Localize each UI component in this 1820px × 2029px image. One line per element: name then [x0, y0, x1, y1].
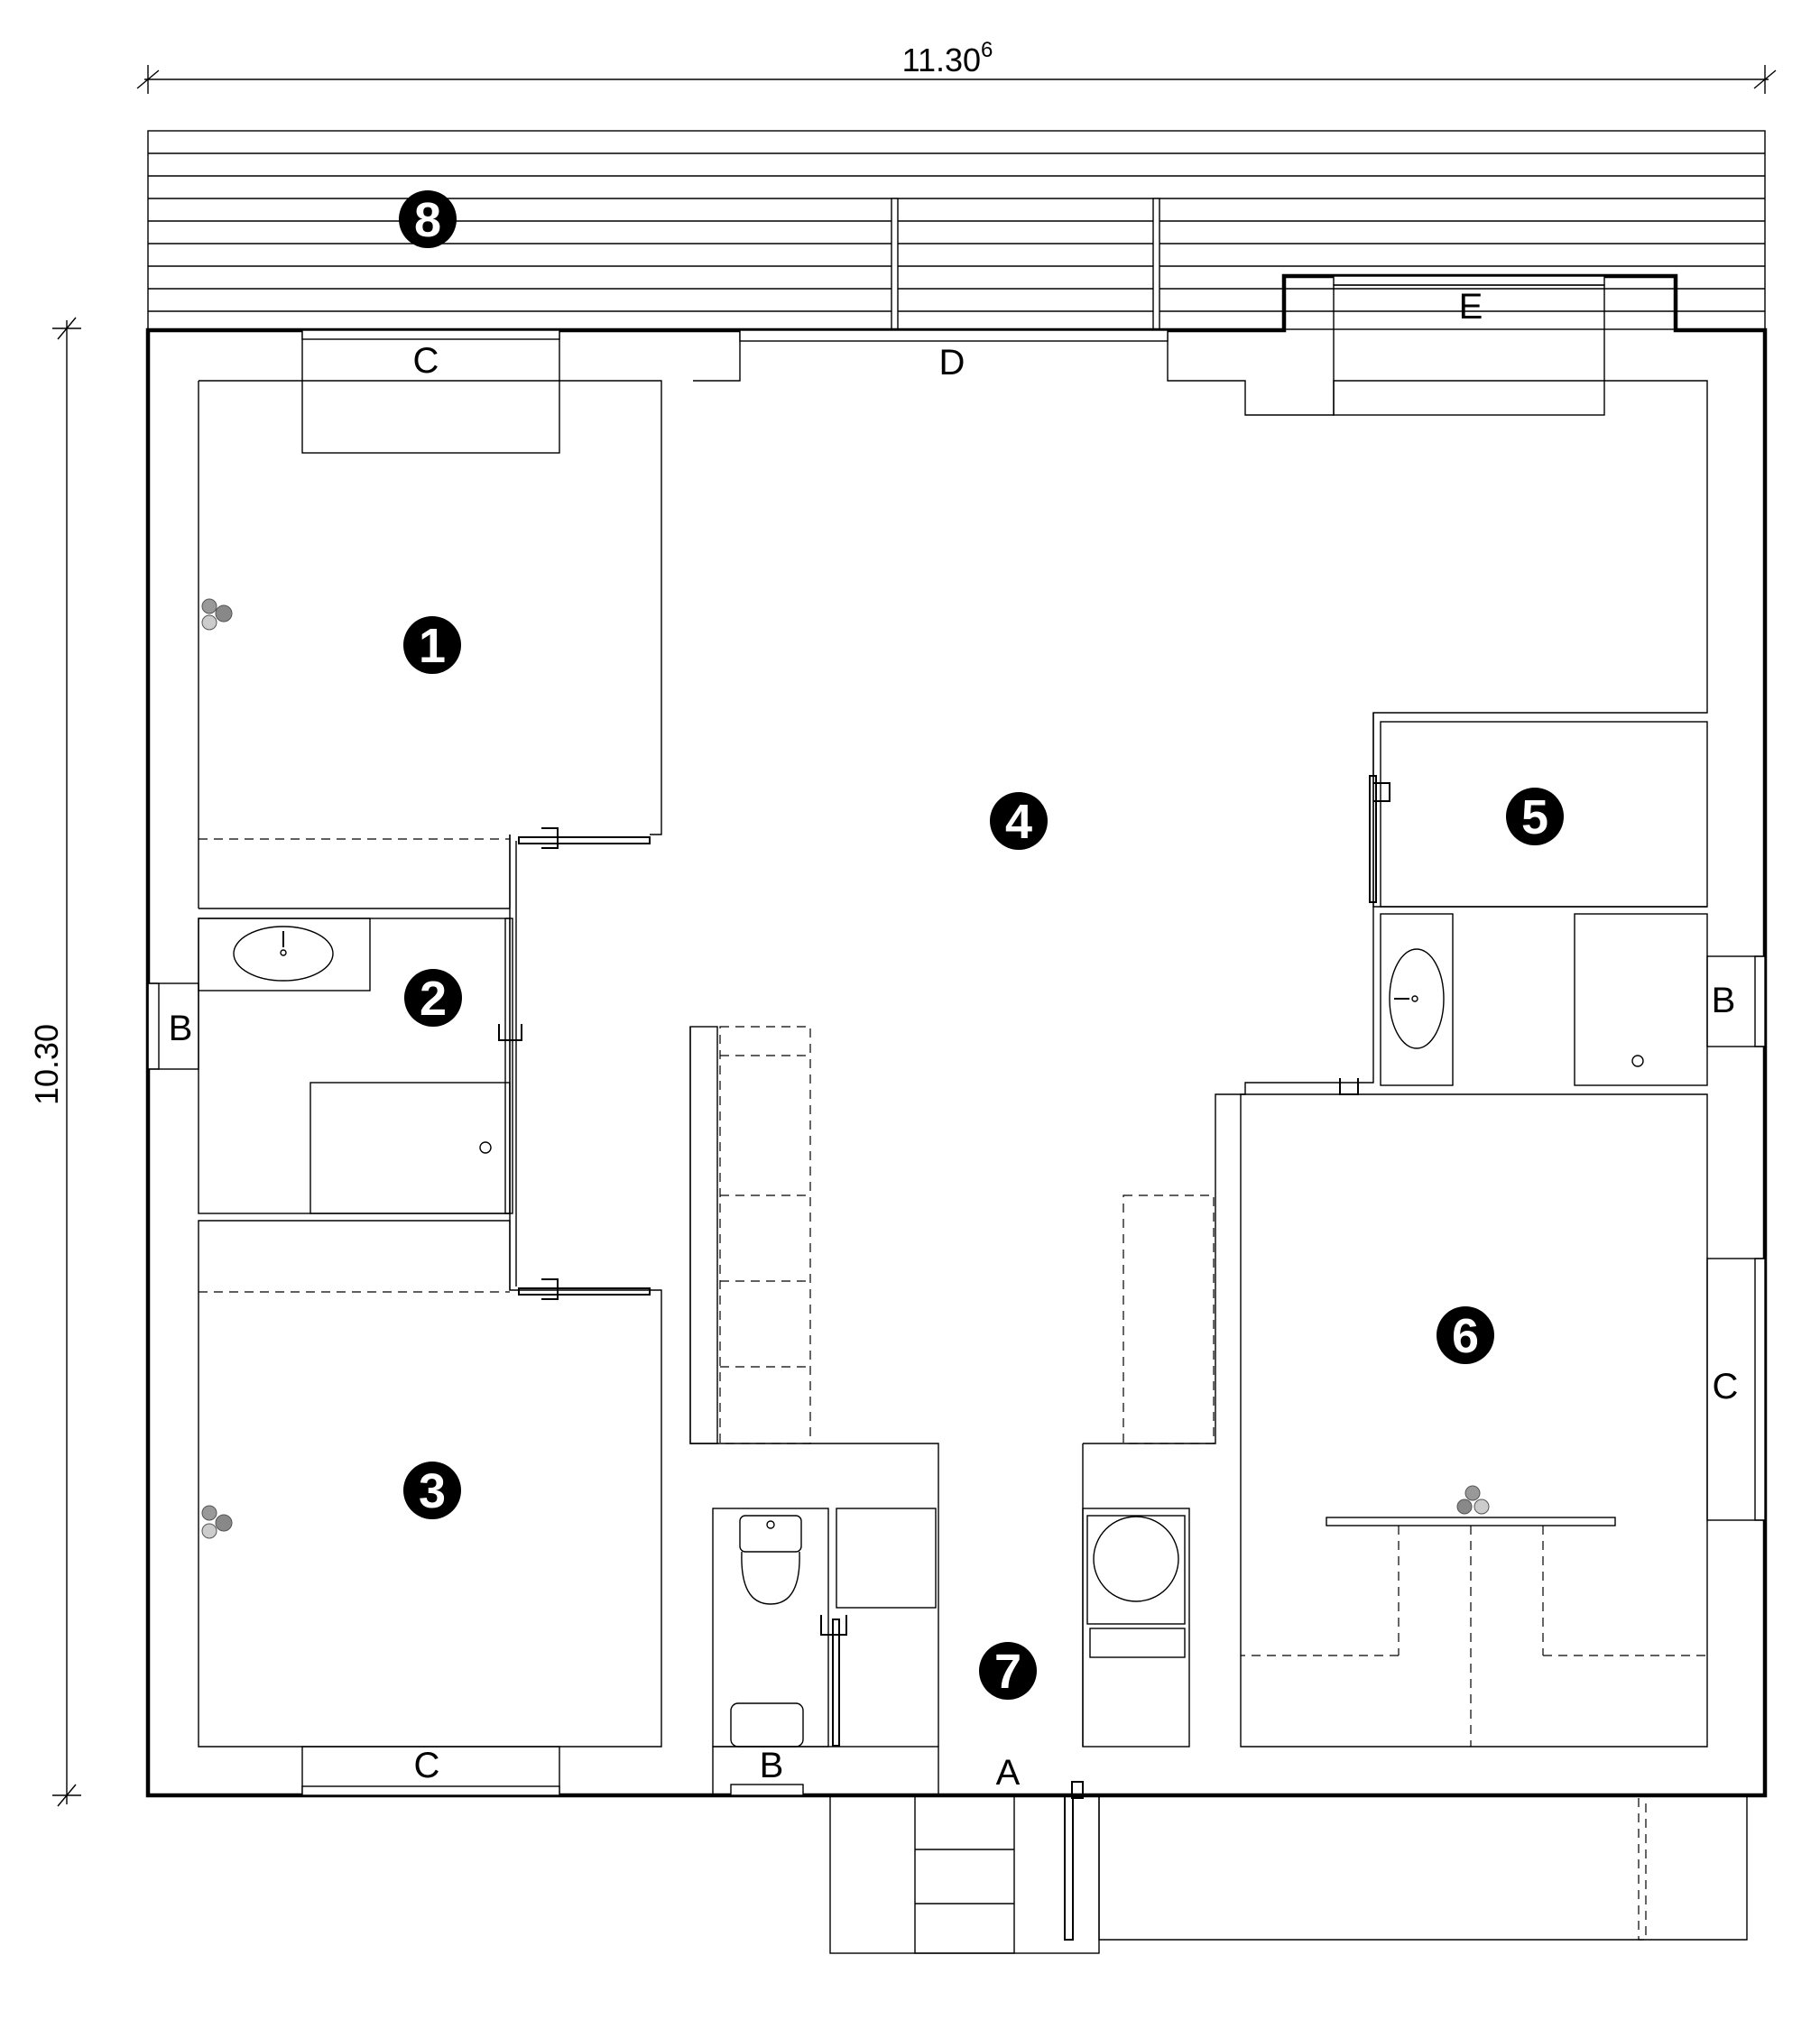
room-marker-3: 3	[403, 1462, 461, 1519]
room-number-1: 1	[419, 619, 446, 673]
room-number-3: 3	[419, 1464, 446, 1518]
room-marker-4: 4	[990, 792, 1048, 850]
room-5	[1372, 713, 1708, 908]
bathroom-right	[1380, 913, 1708, 1086]
room-number-4: 4	[1005, 795, 1032, 849]
door-room-5[interactable]	[1369, 775, 1390, 903]
opening-label-e: E	[1459, 287, 1483, 327]
light-fixture-icon	[201, 598, 233, 631]
drain-icon	[1631, 1055, 1644, 1067]
opening-label-d: D	[939, 343, 965, 383]
opening-label-b-bottom: B	[760, 1746, 784, 1785]
width-dimension-superscript: 6	[981, 38, 993, 62]
room-number-7: 7	[994, 1645, 1021, 1699]
opening-label-b-right: B	[1712, 981, 1736, 1020]
room-marker-2: 2	[404, 969, 462, 1027]
opening-label-c-top: C	[413, 341, 439, 381]
drain-icon	[479, 1141, 492, 1154]
door-wc[interactable]	[820, 1615, 847, 1747]
door-bathroom-right[interactable]	[1339, 1078, 1359, 1095]
room-number-5: 5	[1521, 790, 1548, 844]
height-dimension-label: 10.30	[28, 1024, 65, 1105]
light-fixture-icon	[1456, 1485, 1490, 1515]
bathroom-2	[198, 918, 513, 1214]
bedroom-6	[1240, 1093, 1708, 1748]
faucet-icon	[280, 931, 287, 956]
room-number-2: 2	[420, 972, 447, 1026]
room-marker-8: 8	[399, 190, 457, 248]
opening-label-c-right: C	[1713, 1367, 1739, 1406]
washing-machine-icon	[1086, 1515, 1186, 1658]
room-number-6: 6	[1452, 1309, 1479, 1363]
opening-label-a: A	[996, 1753, 1021, 1793]
room-marker-1: 1	[403, 616, 461, 674]
entrance-steps	[829, 1794, 1748, 1954]
room-number-8: 8	[414, 193, 441, 247]
room-marker-6: 6	[1437, 1306, 1494, 1364]
door-bedroom-1[interactable]	[518, 827, 651, 849]
room-marker-5: 5	[1506, 788, 1564, 845]
entrance-door[interactable]	[1064, 1781, 1084, 1941]
entry-7	[712, 1443, 1190, 1796]
room-marker-7: 7	[979, 1642, 1037, 1700]
faucet-icon	[1394, 995, 1418, 1002]
exterior-wall	[145, 273, 1768, 1798]
width-dimension-label: 11.30	[902, 42, 981, 78]
opening-label-b-left: B	[169, 1009, 193, 1048]
terrace-deck	[147, 130, 1766, 330]
svg-text:11.306: 11.306	[902, 38, 993, 78]
opening-label-c-bottom: C	[414, 1746, 440, 1785]
door-bedroom-3[interactable]	[518, 1278, 651, 1300]
light-fixture-icon	[201, 1505, 233, 1539]
living-area-4	[509, 329, 1708, 1747]
toilet-icon	[739, 1515, 802, 1605]
width-dimension: 11.306	[136, 38, 1777, 94]
height-dimension: 10.30	[28, 317, 81, 1807]
